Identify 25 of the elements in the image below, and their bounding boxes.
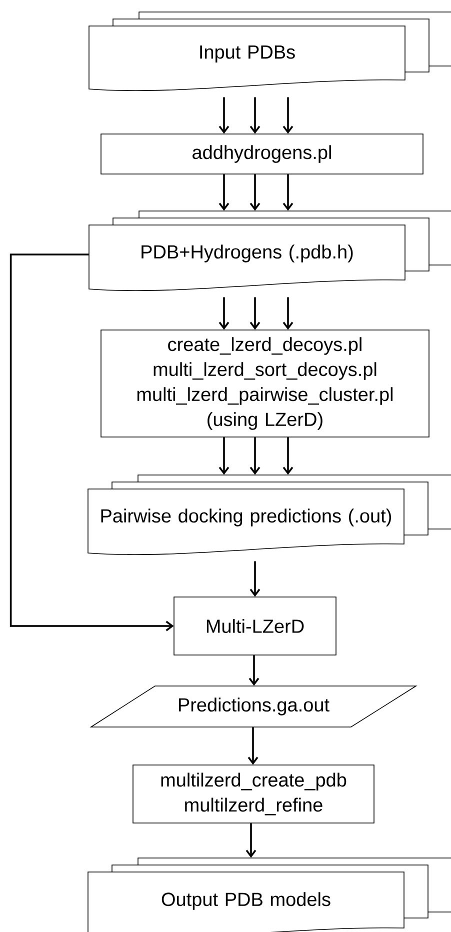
arrow <box>282 297 294 330</box>
process-box: Multi-LZerD <box>174 596 336 656</box>
arrow <box>10 254 174 632</box>
document-stack: PDB+Hydrogens (.pdb.h) <box>88 210 451 292</box>
arrow <box>246 823 256 858</box>
arrow <box>248 655 260 686</box>
arrow <box>218 297 230 330</box>
document-stack: Input PDBs <box>88 12 451 92</box>
arrow <box>218 97 230 134</box>
arrow <box>282 97 294 134</box>
document-stack: Output PDB models <box>88 858 451 932</box>
arrow <box>282 174 294 211</box>
arrow <box>250 561 260 597</box>
arrow <box>250 174 260 211</box>
process-box: addhydrogens.pl <box>100 134 424 174</box>
process-box: multilzerd_create_pdb multilzerd_refine <box>132 764 374 824</box>
arrow <box>218 437 230 475</box>
arrow <box>248 727 258 765</box>
document-stack: Pairwise docking predictions (.out) <box>88 474 451 556</box>
arrow <box>250 297 260 330</box>
arrow <box>218 174 230 211</box>
arrow <box>250 97 260 134</box>
process-box: create_lzerd_decoys.pl multi_lzerd_sort_decoys.pl multi_lzerd_pairwise_cluster.pl (using LZerD) <box>100 330 430 438</box>
arrow <box>282 437 294 475</box>
arrow <box>250 437 260 475</box>
